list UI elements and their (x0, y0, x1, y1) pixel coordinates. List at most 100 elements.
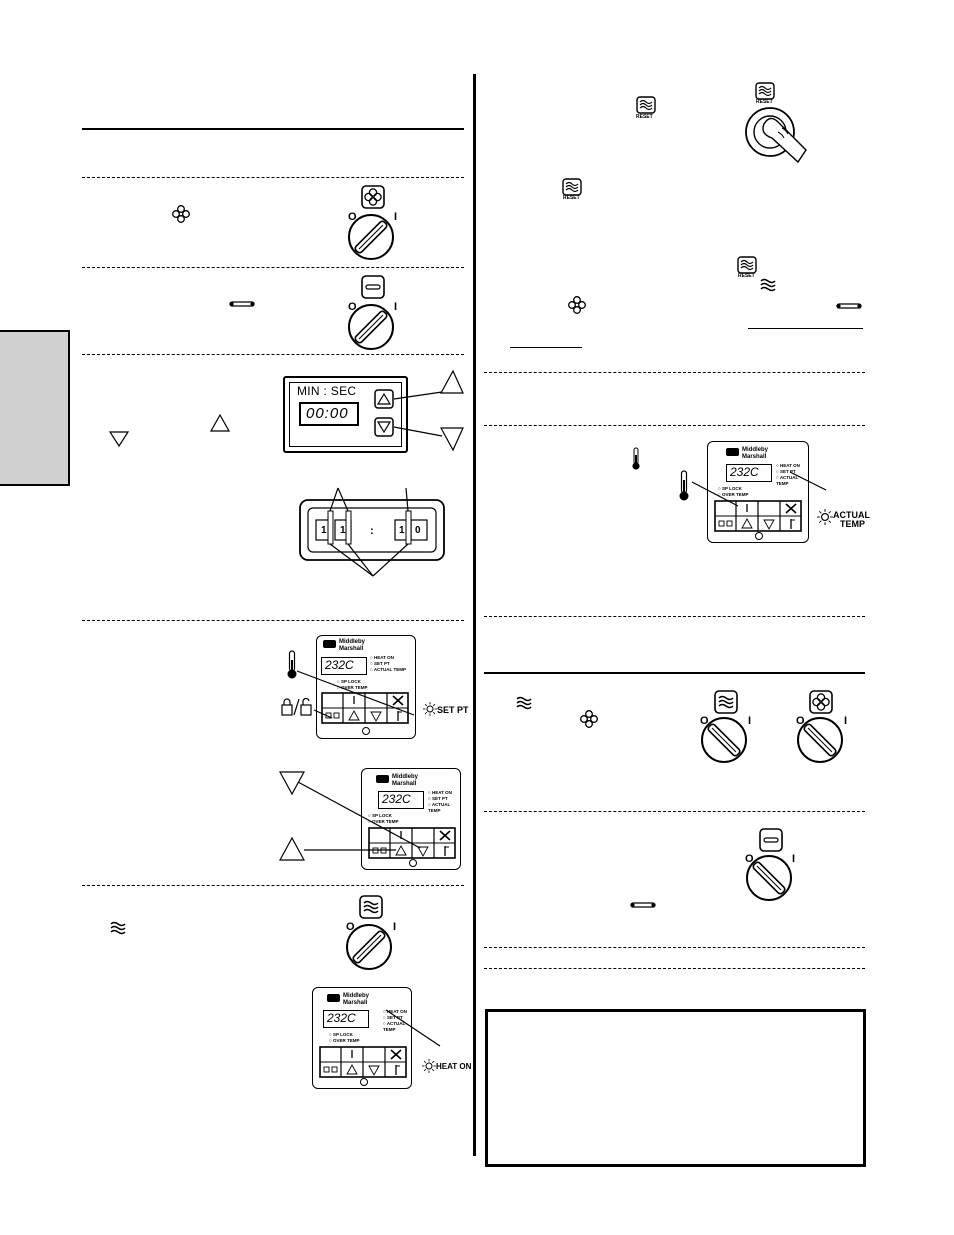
led-actual-temp: ○ ACTUAL TEMP (776, 475, 799, 486)
set-pt-callout: SET PT (437, 705, 469, 715)
led-actual-temp: ○ ACTUAL TEMP (370, 667, 406, 672)
fan-rotary-switch[interactable] (346, 212, 396, 262)
controller-display: 232C (378, 791, 424, 809)
thumbwheel-separator: : (370, 525, 374, 537)
reset-button-icon: RESET (562, 178, 584, 204)
heat-icon (562, 178, 582, 196)
led-heat-on: ○ HEAT ON (383, 1009, 407, 1014)
brand-line1: Middleby (343, 993, 370, 999)
led-actual-temp: ○ ACTUAL TEMP (428, 802, 451, 813)
conveyor-switch-icon (759, 828, 783, 852)
led-glow-icon (422, 1059, 436, 1073)
led-sp-lock: ○ SP LOCK (337, 679, 361, 684)
down-arrow-icon (109, 431, 129, 447)
lock-led-list: ○ SP LOCK ○ OVER TEMP (337, 679, 367, 691)
lock-led-list: ○ SP LOCK ○ OVER TEMP (329, 1032, 359, 1044)
divider (82, 620, 464, 621)
timer-panel: MIN : SEC 00:00 (283, 376, 408, 453)
divider (82, 354, 464, 355)
led-list: ○ HEAT ON ○ SET PT ○ ACTUAL TEMP (776, 463, 808, 487)
divider (484, 947, 865, 948)
divider (484, 811, 865, 812)
heat-rotary-switch[interactable] (344, 922, 394, 972)
led-label: HEAT ON (373, 655, 394, 660)
conveyor-switch-icon (361, 275, 385, 299)
thermometer-icon (287, 650, 297, 679)
heat-icon (110, 921, 126, 935)
conveyor-rotary-switch[interactable] (744, 853, 794, 903)
lock-unlock-icon (281, 697, 312, 716)
led-over-temp: ○ OVER TEMP (329, 1038, 360, 1043)
led-glow-icon (423, 702, 437, 716)
up-arrow-icon (210, 414, 230, 432)
timer-up-button[interactable] (374, 389, 394, 409)
heat-on-callout-line (385, 1009, 441, 1047)
controller-display-value: 232C (325, 658, 354, 672)
heat-icon (516, 696, 532, 710)
reset-button-icon: RESET (755, 82, 777, 108)
temperature-controller: Middleby Marshall 232C ○ HEAT ON ○ SET P… (707, 441, 809, 543)
actual-temp-callout-line1: ACTUAL (833, 510, 870, 520)
note-box (485, 1009, 866, 1167)
controller-keypad[interactable] (714, 500, 802, 532)
underline-rule (510, 347, 582, 348)
brand-line2: Marshall (343, 1000, 368, 1006)
fan-rotary-switch[interactable] (795, 715, 845, 765)
controller-indicator (360, 1078, 368, 1086)
led-heat-on: ○ HEAT ON (428, 790, 452, 795)
reset-press-illustration[interactable] (742, 104, 810, 164)
controller-keypad[interactable] (368, 827, 456, 859)
led-label: ACTUAL TEMP (383, 1021, 406, 1032)
divider (484, 372, 865, 373)
timer-callout-lines (393, 370, 464, 452)
section-rule-right (484, 672, 865, 674)
lock-led-list: ○ SP LOCK ○ OVER TEMP (718, 486, 748, 498)
led-label: OVER TEMP (371, 819, 399, 824)
fan-icon (580, 710, 598, 728)
lock-led-list: ○ SP LOCK ○ OVER TEMP (368, 813, 398, 825)
dial-off-mark: O (348, 211, 357, 223)
controller-keypad[interactable] (319, 1046, 407, 1078)
arrow-callouts (278, 771, 421, 861)
led-set-pt: ○ SET PT (370, 661, 390, 666)
led-sp-lock: ○ SP LOCK (329, 1032, 353, 1037)
divider (484, 425, 865, 426)
controller-indicator (755, 532, 763, 540)
dial-on-mark: I (844, 715, 848, 727)
led-list: ○ HEAT ON ○ SET PT ○ ACTUAL TEMP (383, 1009, 411, 1033)
timer-panel-inner (289, 382, 402, 447)
brand-logo (376, 775, 389, 783)
reset-button-icon: RESET (636, 96, 656, 124)
conveyor-icon (229, 301, 255, 307)
divider (82, 177, 464, 178)
conveyor-icon (630, 902, 656, 908)
dial-on-mark: I (394, 301, 398, 313)
dial-on-mark: I (394, 211, 398, 223)
timer-display: 00:00 (299, 402, 359, 426)
timer-down-button[interactable] (374, 417, 394, 437)
controller-indicator (362, 727, 370, 735)
brand-line2: Marshall (392, 781, 417, 787)
led-label: OVER TEMP (721, 492, 749, 497)
dial-on-mark: I (393, 921, 397, 933)
led-sp-lock: ○ SP LOCK (718, 486, 742, 491)
heat-rotary-switch[interactable] (699, 715, 749, 765)
actual-temp-callout-line2: TEMP (840, 519, 866, 529)
fan-switch-icon (361, 185, 385, 209)
heat-icon (760, 278, 776, 292)
led-list: ○ HEAT ON ○ SET PT ○ ACTUAL TEMP (370, 655, 406, 673)
thermometer-icon (632, 447, 640, 470)
led-actual-temp: ○ ACTUAL TEMP (383, 1021, 406, 1032)
led-label: OVER TEMP (332, 1038, 360, 1043)
controller-display-value: 232C (730, 465, 759, 479)
temperature-controller: Middleby Marshall 232C ○ HEAT ON ○ SET P… (361, 768, 461, 870)
led-set-pt: ○ SET PT (428, 796, 448, 801)
dial-off-mark: O (700, 715, 709, 727)
controller-indicator (409, 859, 417, 867)
timer-display-value: 00:00 (306, 405, 349, 422)
led-label: OVER TEMP (340, 685, 368, 690)
led-label: SP LOCK (332, 1032, 353, 1037)
conveyor-rotary-switch[interactable] (346, 302, 396, 352)
controller-keypad[interactable] (321, 692, 409, 724)
temperature-controller: Middleby Marshall 232C ○ HEAT ON ○ SET P… (312, 987, 412, 1089)
